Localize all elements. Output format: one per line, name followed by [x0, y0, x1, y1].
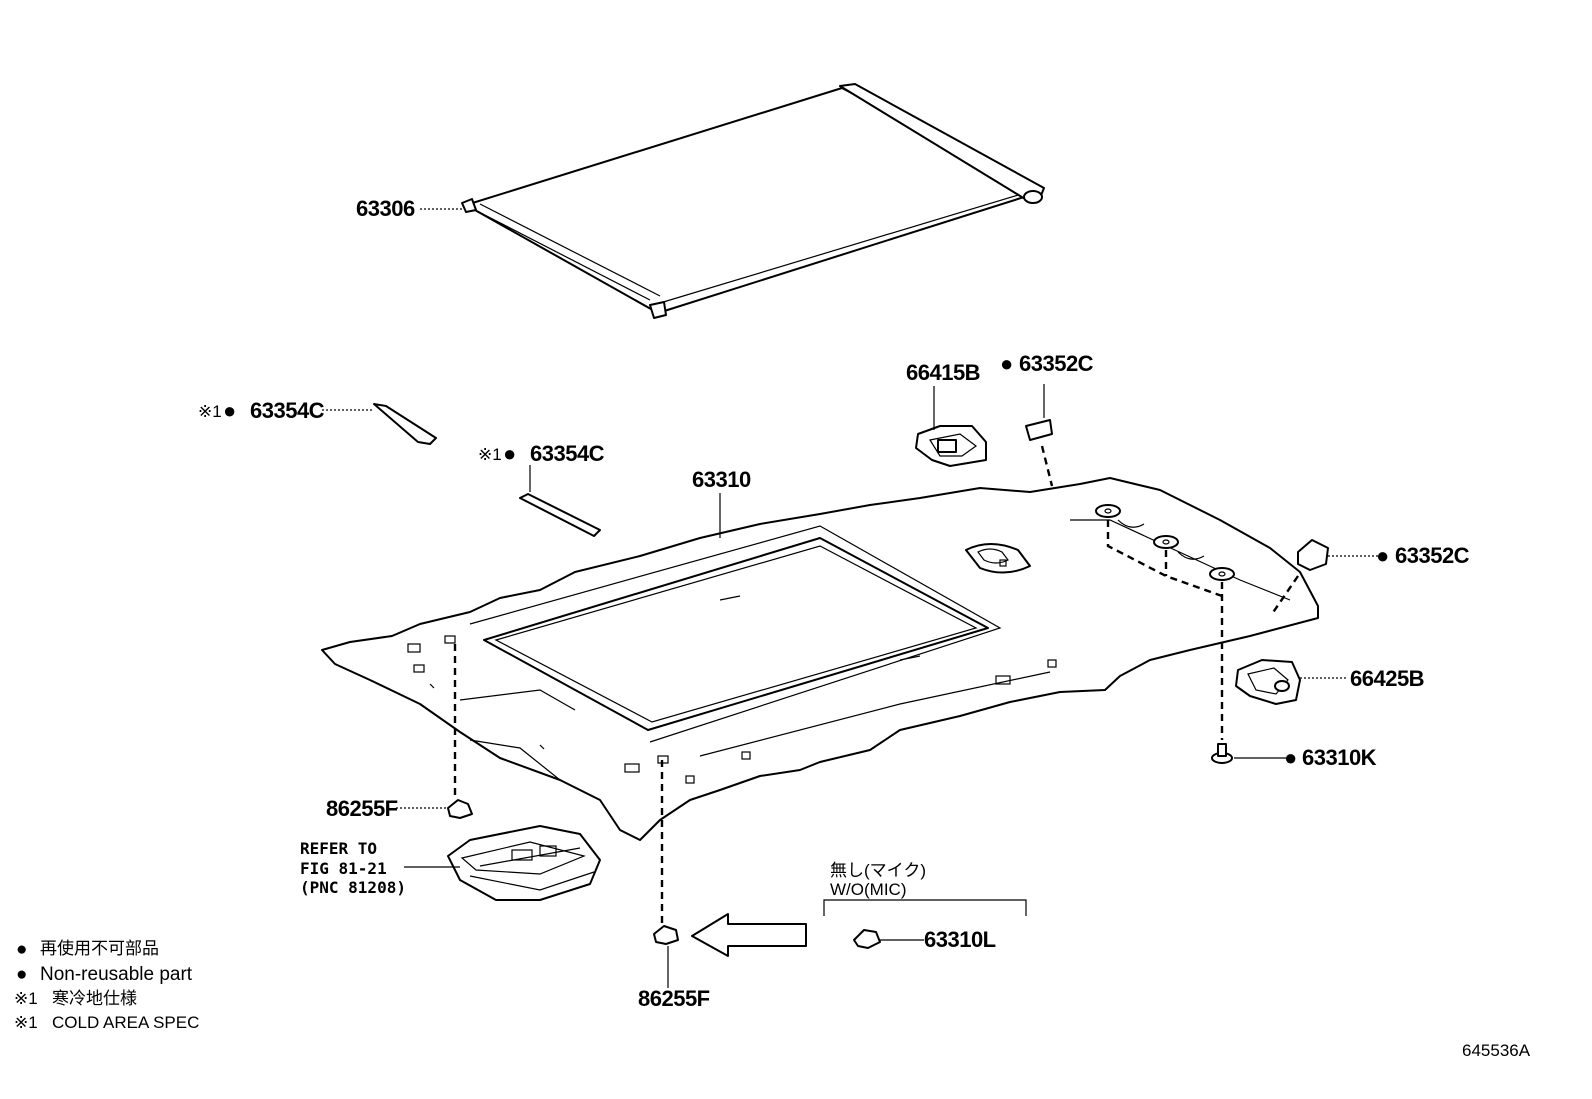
roof-headlining-63310	[321, 477, 1319, 841]
label-63354c-a: 63354C	[250, 398, 325, 423]
bullet-63310k: ●	[1284, 745, 1297, 770]
bullet-63352c-top: ●	[1000, 351, 1013, 376]
legend-bullet-1: ●	[16, 939, 27, 960]
pad-part-63352c-right	[1297, 539, 1329, 571]
refer-line-1: REFER TO	[300, 839, 377, 858]
variant-jp-label: 無し(マイク)	[830, 861, 926, 880]
legend-en-non-reusable: Non-reusable part	[40, 964, 193, 985]
clip-part-63310l	[853, 929, 881, 949]
clip-part-86255f-bottom	[653, 925, 679, 945]
legend-jp-cold: 寒冷地仕様	[52, 989, 137, 1008]
legend-bullet-2: ●	[16, 964, 27, 985]
cold-mark-b: ※1	[478, 445, 502, 464]
label-63310: 63310	[692, 467, 751, 492]
bracket-part-66425b	[1235, 659, 1301, 705]
refer-line-2: FIG 81-21	[300, 859, 387, 878]
label-63352c-right: 63352C	[1395, 543, 1470, 568]
variant-bracket	[823, 899, 1027, 916]
figure-id: 645536A	[1462, 1041, 1531, 1060]
legend-cold-mark-1: ※1	[14, 989, 38, 1008]
insulator-strip-63354c-a	[373, 403, 437, 445]
label-63352c-top: 63352C	[1019, 351, 1094, 376]
legend-jp-non-reusable: 再使用不可部品	[40, 938, 159, 958]
label-66425b: 66425B	[1350, 666, 1424, 691]
bullet-b: ●	[503, 441, 516, 466]
arrow-left-icon	[691, 913, 807, 957]
cold-mark-a: ※1	[198, 402, 222, 421]
label-86255f-bottom: 86255F	[638, 986, 710, 1011]
bracket-part-66415b	[915, 425, 987, 467]
bullet-63352c-right: ●	[1376, 543, 1389, 568]
label-63310l: 63310L	[924, 927, 996, 952]
clip-part-86255f-left	[447, 799, 473, 819]
pad-part-63352c-top	[1025, 419, 1053, 441]
label-63310k: 63310K	[1302, 745, 1377, 770]
label-63306: 63306	[356, 196, 415, 221]
bullet-a: ●	[223, 398, 236, 423]
map-lamp-assembly	[447, 825, 601, 901]
sunshade-part-63306	[461, 83, 1045, 319]
variant-en-label: W/O(MIC)	[830, 880, 906, 899]
clip-part-63310k	[1211, 743, 1233, 764]
legend-cold-mark-2: ※1	[14, 1013, 38, 1032]
legend-en-cold: COLD AREA SPEC	[52, 1013, 199, 1032]
label-86255f-left: 86255F	[326, 796, 398, 821]
label-63354c-b: 63354C	[530, 441, 605, 466]
label-66415b: 66415B	[906, 360, 980, 385]
insulator-strip-63354c-b	[519, 493, 601, 537]
refer-line-3: (PNC 81208)	[300, 878, 406, 897]
